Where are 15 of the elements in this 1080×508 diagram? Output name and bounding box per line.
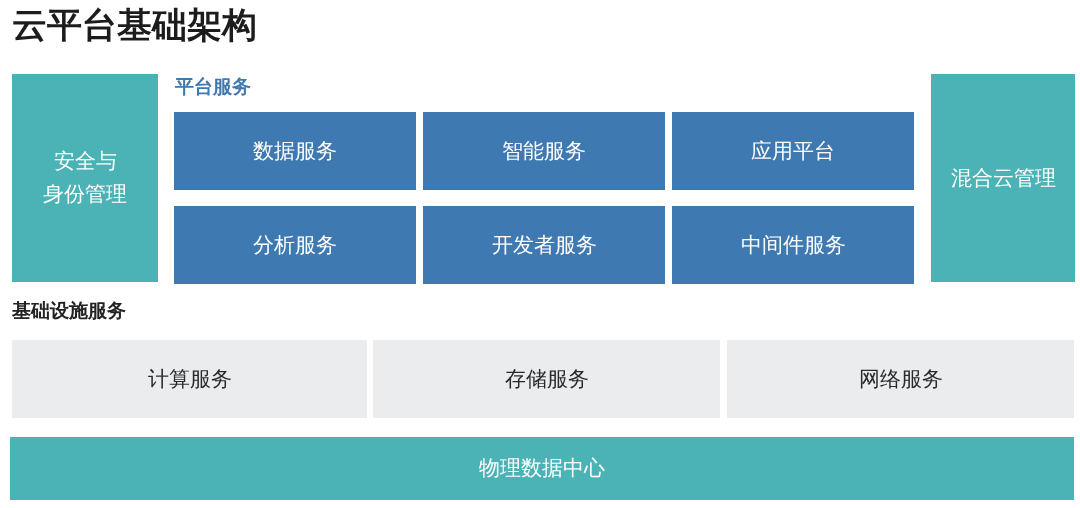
service-box: 中间件服务 [672,206,914,284]
service-box: 分析服务 [174,206,416,284]
section-heading: 平台服务 [175,76,251,99]
service-box: 混合云管理 [931,74,1075,282]
service-box: 计算服务 [12,340,367,418]
service-box: 数据服务 [174,112,416,190]
diagram-title: 云平台基础架构 [12,4,257,46]
service-box: 存储服务 [373,340,720,418]
service-box: 网络服务 [727,340,1074,418]
section-heading: 基础设施服务 [12,300,126,323]
service-box: 物理数据中心 [10,437,1074,500]
service-box: 开发者服务 [423,206,665,284]
service-box: 应用平台 [672,112,914,190]
service-box: 安全与身份管理 [12,74,158,282]
service-box: 智能服务 [423,112,665,190]
